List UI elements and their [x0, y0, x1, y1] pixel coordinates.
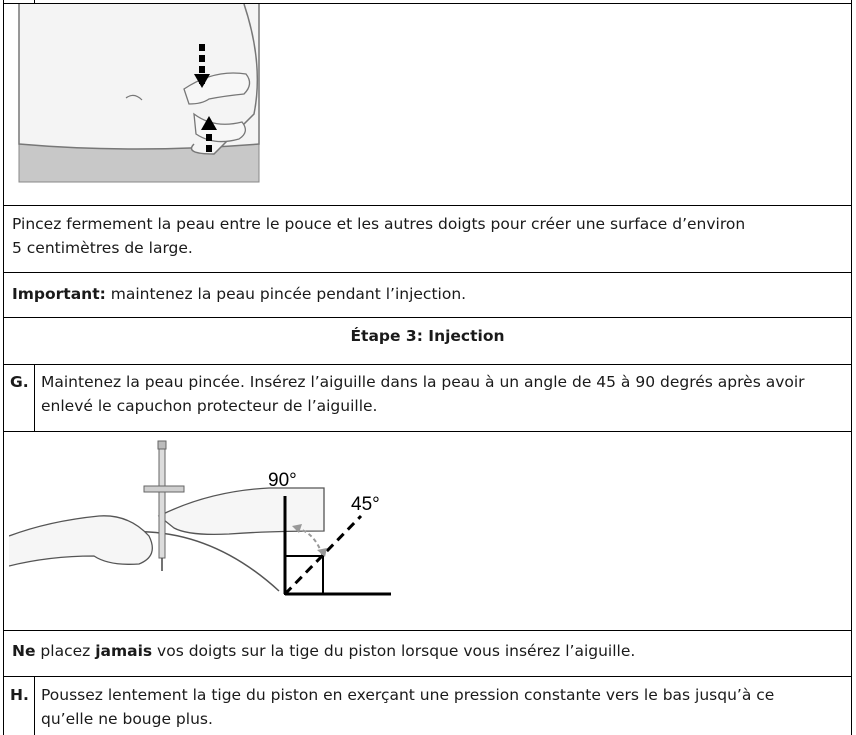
angle-90-label: 90°: [268, 470, 297, 491]
step-h-line1: Poussez lentement la tige du piston en e…: [41, 686, 775, 704]
warning-place: placez: [35, 642, 96, 660]
warning-jamais: jamais: [95, 642, 153, 660]
warning-rest: vos doigts sur la tige du piston lorsque…: [152, 642, 636, 660]
top-edge-line: [4, 3, 851, 4]
angle-45-label: 45°: [351, 494, 380, 515]
step-h-line2: qu’elle ne bouge plus.: [41, 710, 213, 728]
important-text: maintenez la peau pincée pendant l’injec…: [105, 285, 467, 303]
important-label: Important:: [12, 285, 106, 303]
warning-ne: Ne: [12, 642, 36, 660]
injection-illustration-row: 90° 45°: [4, 432, 851, 631]
step-g-line2: enlevé le capuchon protecteur de l’aigui…: [41, 397, 378, 415]
step-g-letter: G.: [10, 373, 29, 391]
step-header: Étape 3: Injection: [350, 327, 505, 345]
step-h-letter-cell: H.: [4, 677, 35, 735]
pinch-instruction-line2: 5 centimètres de large.: [12, 239, 193, 257]
step-header-row: Étape 3: Injection: [4, 318, 851, 365]
pinch-instruction-row: Pincez fermement la peau entre le pouce …: [4, 206, 851, 273]
step-g-letter-cell: G.: [4, 365, 35, 431]
instruction-table: Pincez fermement la peau entre le pouce …: [3, 0, 852, 735]
step-g-line1: Maintenez la peau pincée. Insérez l’aigu…: [41, 373, 805, 391]
step-g-row: G. Maintenez la peau pincée. Insérez l’a…: [4, 365, 851, 432]
step-h-row: H. Poussez lentement la tige du piston e…: [4, 677, 851, 735]
warning-row: Ne placez jamais vos doigts sur la tige …: [4, 631, 851, 677]
important-row: Important: maintenez la peau pincée pend…: [4, 273, 851, 318]
pinch-instruction-line1: Pincez fermement la peau entre le pouce …: [12, 215, 746, 233]
pinch-skin-illustration: [18, 4, 260, 183]
pinch-illustration-row: [4, 0, 851, 206]
injection-angle-illustration: 90° 45°: [9, 440, 391, 596]
top-cell-divider: [34, 0, 35, 4]
step-h-letter: H.: [10, 686, 29, 704]
